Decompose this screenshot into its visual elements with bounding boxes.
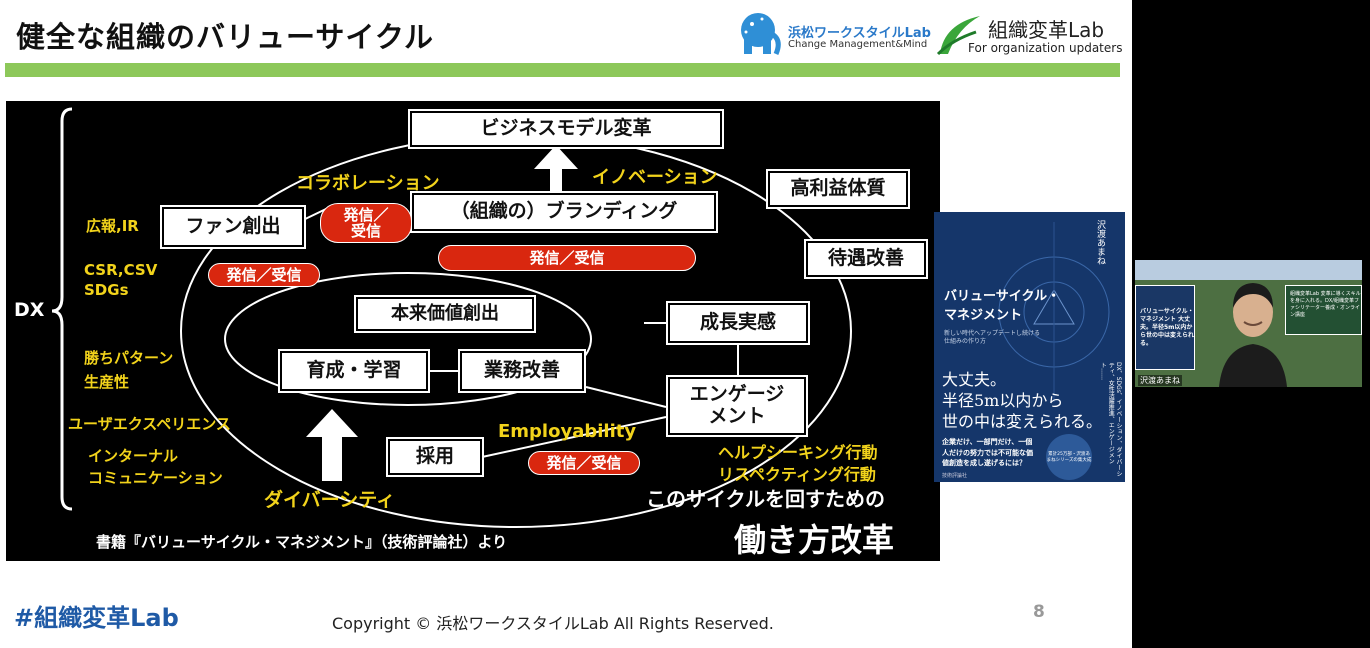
soshiki-henkaku-logo: 組織変革Lab For organization updaters bbox=[936, 8, 1126, 60]
box-fan-creation: ファン創出 bbox=[160, 205, 306, 249]
left-item: ユーザエクスペリエンス bbox=[68, 415, 231, 433]
left-item: 生産性 bbox=[84, 373, 130, 391]
dx-label: DX bbox=[14, 299, 45, 321]
box-growth-feeling: 成長実感 bbox=[666, 301, 810, 345]
engagement-line1: エンゲージ bbox=[689, 383, 785, 406]
catch-line1: 大丈夫。 bbox=[942, 370, 1007, 389]
value-cycle-diagram: DX 広報,IR CSR,CSV SDGs 勝ちパターン 生産性 ユーザエクスペ… bbox=[6, 101, 940, 561]
catch-line2: 半径5m以内から bbox=[942, 390, 1064, 410]
copyright: Copyright © 浜松ワークスタイルLab All Rights Rese… bbox=[332, 614, 774, 633]
label-collaboration: コラボレーション bbox=[296, 173, 440, 194]
book-badge: 累計25万部・沢渡あまねシリーズの集大成 bbox=[1046, 434, 1092, 480]
book-title-line1: バリューサイクル・ bbox=[944, 289, 1061, 304]
video-screen-left-text: バリューサイクル・マネジメント 大丈夫。半径5m以内から世の中は変えられる。 bbox=[1140, 308, 1195, 348]
page-number: 8 bbox=[1033, 602, 1045, 622]
label-work-reform: 働き方改革 bbox=[734, 521, 895, 559]
slide: 健全な組織のバリューサイクル 浜松ワークスタイルLab Change Manag… bbox=[0, 0, 1132, 648]
box-treatment: 待遇改善 bbox=[804, 239, 928, 279]
soshiki-logo-name: 組織変革Lab bbox=[988, 18, 1105, 42]
pill-send-receive-left: 発信／受信 bbox=[208, 263, 320, 287]
label-innovation: イノベーション bbox=[592, 167, 718, 188]
pill-text-line2: 受信 bbox=[350, 222, 381, 240]
leaf-swoosh-icon bbox=[936, 16, 980, 56]
left-item: インターナル bbox=[88, 447, 179, 465]
video-sidebar: バリューサイクル・マネジメント 大丈夫。半径5m以内から世の中は変えられる。 組… bbox=[1132, 0, 1370, 648]
book-title-line2: マネジメント bbox=[944, 307, 1023, 323]
box-branding: （組織の）ブランディング bbox=[410, 191, 718, 233]
book-blurb: DX、SDGs、イノベーション、ダイバーシティ、女性活躍推進、エンゲージメント…… bbox=[1099, 362, 1122, 477]
box-engagement: エンゲージ メント bbox=[666, 375, 808, 437]
box-business-model: ビジネスモデル変革 bbox=[408, 109, 724, 149]
header-divider bbox=[5, 63, 1120, 77]
elephant-icon bbox=[741, 13, 781, 55]
catch-line3: 世の中は変えられる。 bbox=[942, 411, 1103, 431]
book-catchcopy: 大丈夫。 半径5m以内から 世の中は変えられる。 bbox=[942, 370, 1102, 432]
pill-send-receive-bottom: 発信／受信 bbox=[528, 451, 640, 475]
video-screen-left: バリューサイクル・マネジメント 大丈夫。半径5m以内から世の中は変えられる。 bbox=[1135, 285, 1195, 370]
box-training: 育成・学習 bbox=[278, 349, 430, 393]
video-screen-right: 組織変革Lab 変革に導くスキルを身に入れる。DX/組織変革ファシリテーター養成… bbox=[1285, 285, 1362, 335]
box-high-profit: 高利益体質 bbox=[766, 169, 910, 209]
participant-video-tile[interactable]: バリューサイクル・マネジメント 大丈夫。半径5m以内から世の中は変えられる。 組… bbox=[1135, 260, 1362, 387]
book-author: 沢渡あまね bbox=[1095, 220, 1105, 265]
video-screen-right-text: 組織変革Lab 変革に導くスキルを身に入れる。DX/組織変革ファシリテーター養成… bbox=[1290, 291, 1361, 318]
hamamatsu-logo-tagline: Change Management&Mind bbox=[788, 39, 928, 50]
pill-send-receive-fan: 発信／ 受信 bbox=[320, 203, 412, 243]
book-subtitle: 新しい時代へアップデートし続ける仕組みの作り方 bbox=[944, 330, 1041, 346]
hamamatsu-logo-name: 浜松ワークスタイルLab bbox=[788, 26, 931, 41]
left-item: コミュニケーション bbox=[88, 469, 223, 487]
book-pattern-icon bbox=[998, 222, 1110, 402]
box-hiring: 採用 bbox=[386, 437, 484, 477]
label-help-seeking: ヘルプシーキング行動 bbox=[718, 443, 878, 462]
hashtag: #組織変革Lab bbox=[14, 604, 179, 632]
engagement-line2: メント bbox=[708, 405, 766, 427]
label-employability: Employability bbox=[498, 421, 637, 442]
box-improvement: 業務改善 bbox=[458, 349, 586, 393]
left-item: 広報,IR bbox=[86, 217, 139, 235]
pill-send-receive-center: 発信／受信 bbox=[438, 245, 696, 271]
soshiki-logo-tagline: For organization updaters bbox=[968, 41, 1123, 55]
book-title: バリューサイクル・ マネジメント bbox=[944, 288, 1060, 326]
slide-title: 健全な組織のバリューサイクル bbox=[16, 20, 434, 54]
left-item: CSR,CSV bbox=[84, 261, 158, 279]
book-cover: 沢渡あまね バリューサイクル・ マネジメント 新しい時代へアップデートし続ける仕… bbox=[934, 212, 1125, 482]
left-item: SDGs bbox=[84, 281, 129, 299]
label-cycle-line: このサイクルを回すための bbox=[646, 487, 885, 511]
participant-name: 沢渡あまね bbox=[1138, 375, 1182, 386]
pill-text-line1: 発信／ bbox=[343, 205, 389, 224]
book-description: 企業だけ、一部門だけ、一個人だけの努力では不可能な価値創造を成し遂げるには？ bbox=[942, 438, 1033, 467]
label-diversity: ダイバーシティ bbox=[264, 489, 396, 511]
participant-avatar-icon bbox=[1219, 283, 1287, 387]
left-item: 勝ちパターン bbox=[84, 349, 174, 367]
hamamatsu-logo: 浜松ワークスタイルLab Change Management&Mind bbox=[730, 8, 931, 60]
box-value-creation: 本来価値創出 bbox=[354, 295, 536, 333]
book-publisher: 技術評論社 bbox=[942, 473, 968, 479]
label-source: 書籍『バリューサイクル・マネジメント』（技術評論社）より bbox=[96, 533, 508, 551]
label-respecting: リスペクティング行動 bbox=[718, 465, 876, 484]
